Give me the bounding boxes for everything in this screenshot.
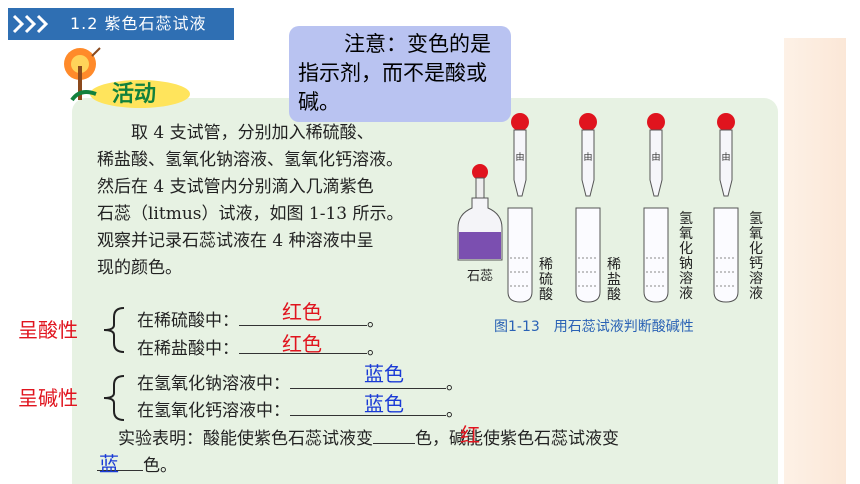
tube-4 bbox=[713, 113, 739, 303]
base-brace-icon bbox=[103, 375, 125, 421]
procedure-line: 取 4 支试管，分别加入稀硫酸、 bbox=[97, 123, 374, 143]
tube-label: 稀盐酸 bbox=[607, 257, 621, 303]
procedure-text: 取 4 支试管，分别加入稀硫酸、 稀盐酸、氢氧化钠溶液、氢氧化钙溶液。 然后在 … bbox=[97, 120, 457, 282]
answer-blank[interactable] bbox=[239, 334, 367, 354]
answer-text: 蓝色 bbox=[364, 392, 404, 416]
observation-row: 在氢氧化钠溶液中： 。 bbox=[137, 369, 463, 394]
notice-box bbox=[289, 26, 511, 122]
tube-2 bbox=[575, 113, 601, 303]
tube-1 bbox=[507, 113, 533, 303]
observation-end: 。 bbox=[367, 311, 384, 331]
dropper-mark: 由 bbox=[651, 151, 660, 163]
bottle-label: 石蕊 bbox=[467, 269, 493, 284]
procedure-line: 现的颜色。 bbox=[97, 258, 182, 278]
notice-text: 注意：变色的是指示剂，而不是酸或碱。 bbox=[298, 32, 491, 114]
conclusion-text: 色，碱能使紫色石蕊试液变 bbox=[415, 429, 619, 449]
answer-blank[interactable] bbox=[290, 369, 446, 389]
activity-logo-icon bbox=[64, 47, 190, 108]
observation-prefix: 在稀硫酸中： bbox=[137, 311, 239, 331]
litmus-bottle bbox=[457, 164, 503, 261]
observation-end: 。 bbox=[367, 339, 384, 359]
chevrons-icon bbox=[12, 14, 49, 34]
conclusion-line: 色。 bbox=[97, 451, 177, 476]
test-tube-figure: 由 由 由 由 石蕊 bbox=[457, 113, 739, 303]
tube-label: 稀硫酸 bbox=[539, 257, 553, 303]
dropper-mark: 由 bbox=[515, 151, 524, 163]
acid-group-label: 呈酸性 bbox=[18, 318, 78, 342]
tube-3 bbox=[643, 113, 669, 303]
answer-blank[interactable] bbox=[373, 424, 415, 444]
section-title: 1.2 紫色石蕊试液 bbox=[70, 14, 207, 33]
observation-prefix: 在氢氧化钠溶液中： bbox=[137, 374, 290, 394]
activity-label: 活动 bbox=[112, 82, 157, 107]
observation-end: 。 bbox=[446, 401, 463, 421]
tube-label: 氢氧化钙溶液 bbox=[749, 211, 763, 302]
answer-text: 红色 bbox=[282, 332, 322, 356]
answer-text: 红 bbox=[460, 423, 480, 447]
conclusion-text: 色。 bbox=[143, 456, 177, 476]
decorative-strip bbox=[784, 38, 846, 484]
dropper-mark: 由 bbox=[721, 151, 730, 163]
observation-row: 在稀盐酸中： 。 bbox=[137, 334, 384, 359]
procedure-line: 石蕊（litmus）试液，如图 1-13 所示。 bbox=[97, 204, 404, 224]
answer-blank[interactable] bbox=[97, 451, 143, 471]
dropper-mark: 由 bbox=[583, 151, 592, 163]
acid-brace-icon bbox=[103, 307, 125, 353]
answer-blank[interactable] bbox=[290, 396, 446, 416]
base-group-label: 呈碱性 bbox=[18, 386, 78, 410]
observation-row: 在氢氧化钙溶液中： 。 bbox=[137, 396, 463, 421]
observation-end: 。 bbox=[446, 374, 463, 394]
conclusion-line: 实验表明：酸能使紫色石蕊试液变 色，碱能使紫色石蕊试液变 bbox=[118, 424, 619, 449]
tube-label: 氢氧化钠溶液 bbox=[679, 211, 693, 302]
observation-row: 在稀硫酸中： 。 bbox=[137, 306, 384, 331]
figure-caption: 图1-13 用石蕊试液判断酸碱性 bbox=[494, 319, 694, 335]
observation-prefix: 在稀盐酸中： bbox=[137, 339, 239, 359]
answer-text: 红色 bbox=[282, 300, 322, 324]
answer-blank[interactable] bbox=[239, 306, 367, 326]
procedure-line: 观察并记录石蕊试液在 4 种溶液中呈 bbox=[97, 231, 374, 251]
answer-text: 蓝 bbox=[99, 452, 119, 476]
procedure-line: 稀盐酸、氢氧化钠溶液、氢氧化钙溶液。 bbox=[97, 150, 403, 170]
observation-prefix: 在氢氧化钙溶液中： bbox=[137, 401, 290, 421]
answer-text: 蓝色 bbox=[364, 362, 404, 386]
procedure-line: 然后在 4 支试管内分别滴入几滴紫色 bbox=[97, 177, 374, 197]
conclusion-text: 实验表明：酸能使紫色石蕊试液变 bbox=[118, 429, 373, 449]
